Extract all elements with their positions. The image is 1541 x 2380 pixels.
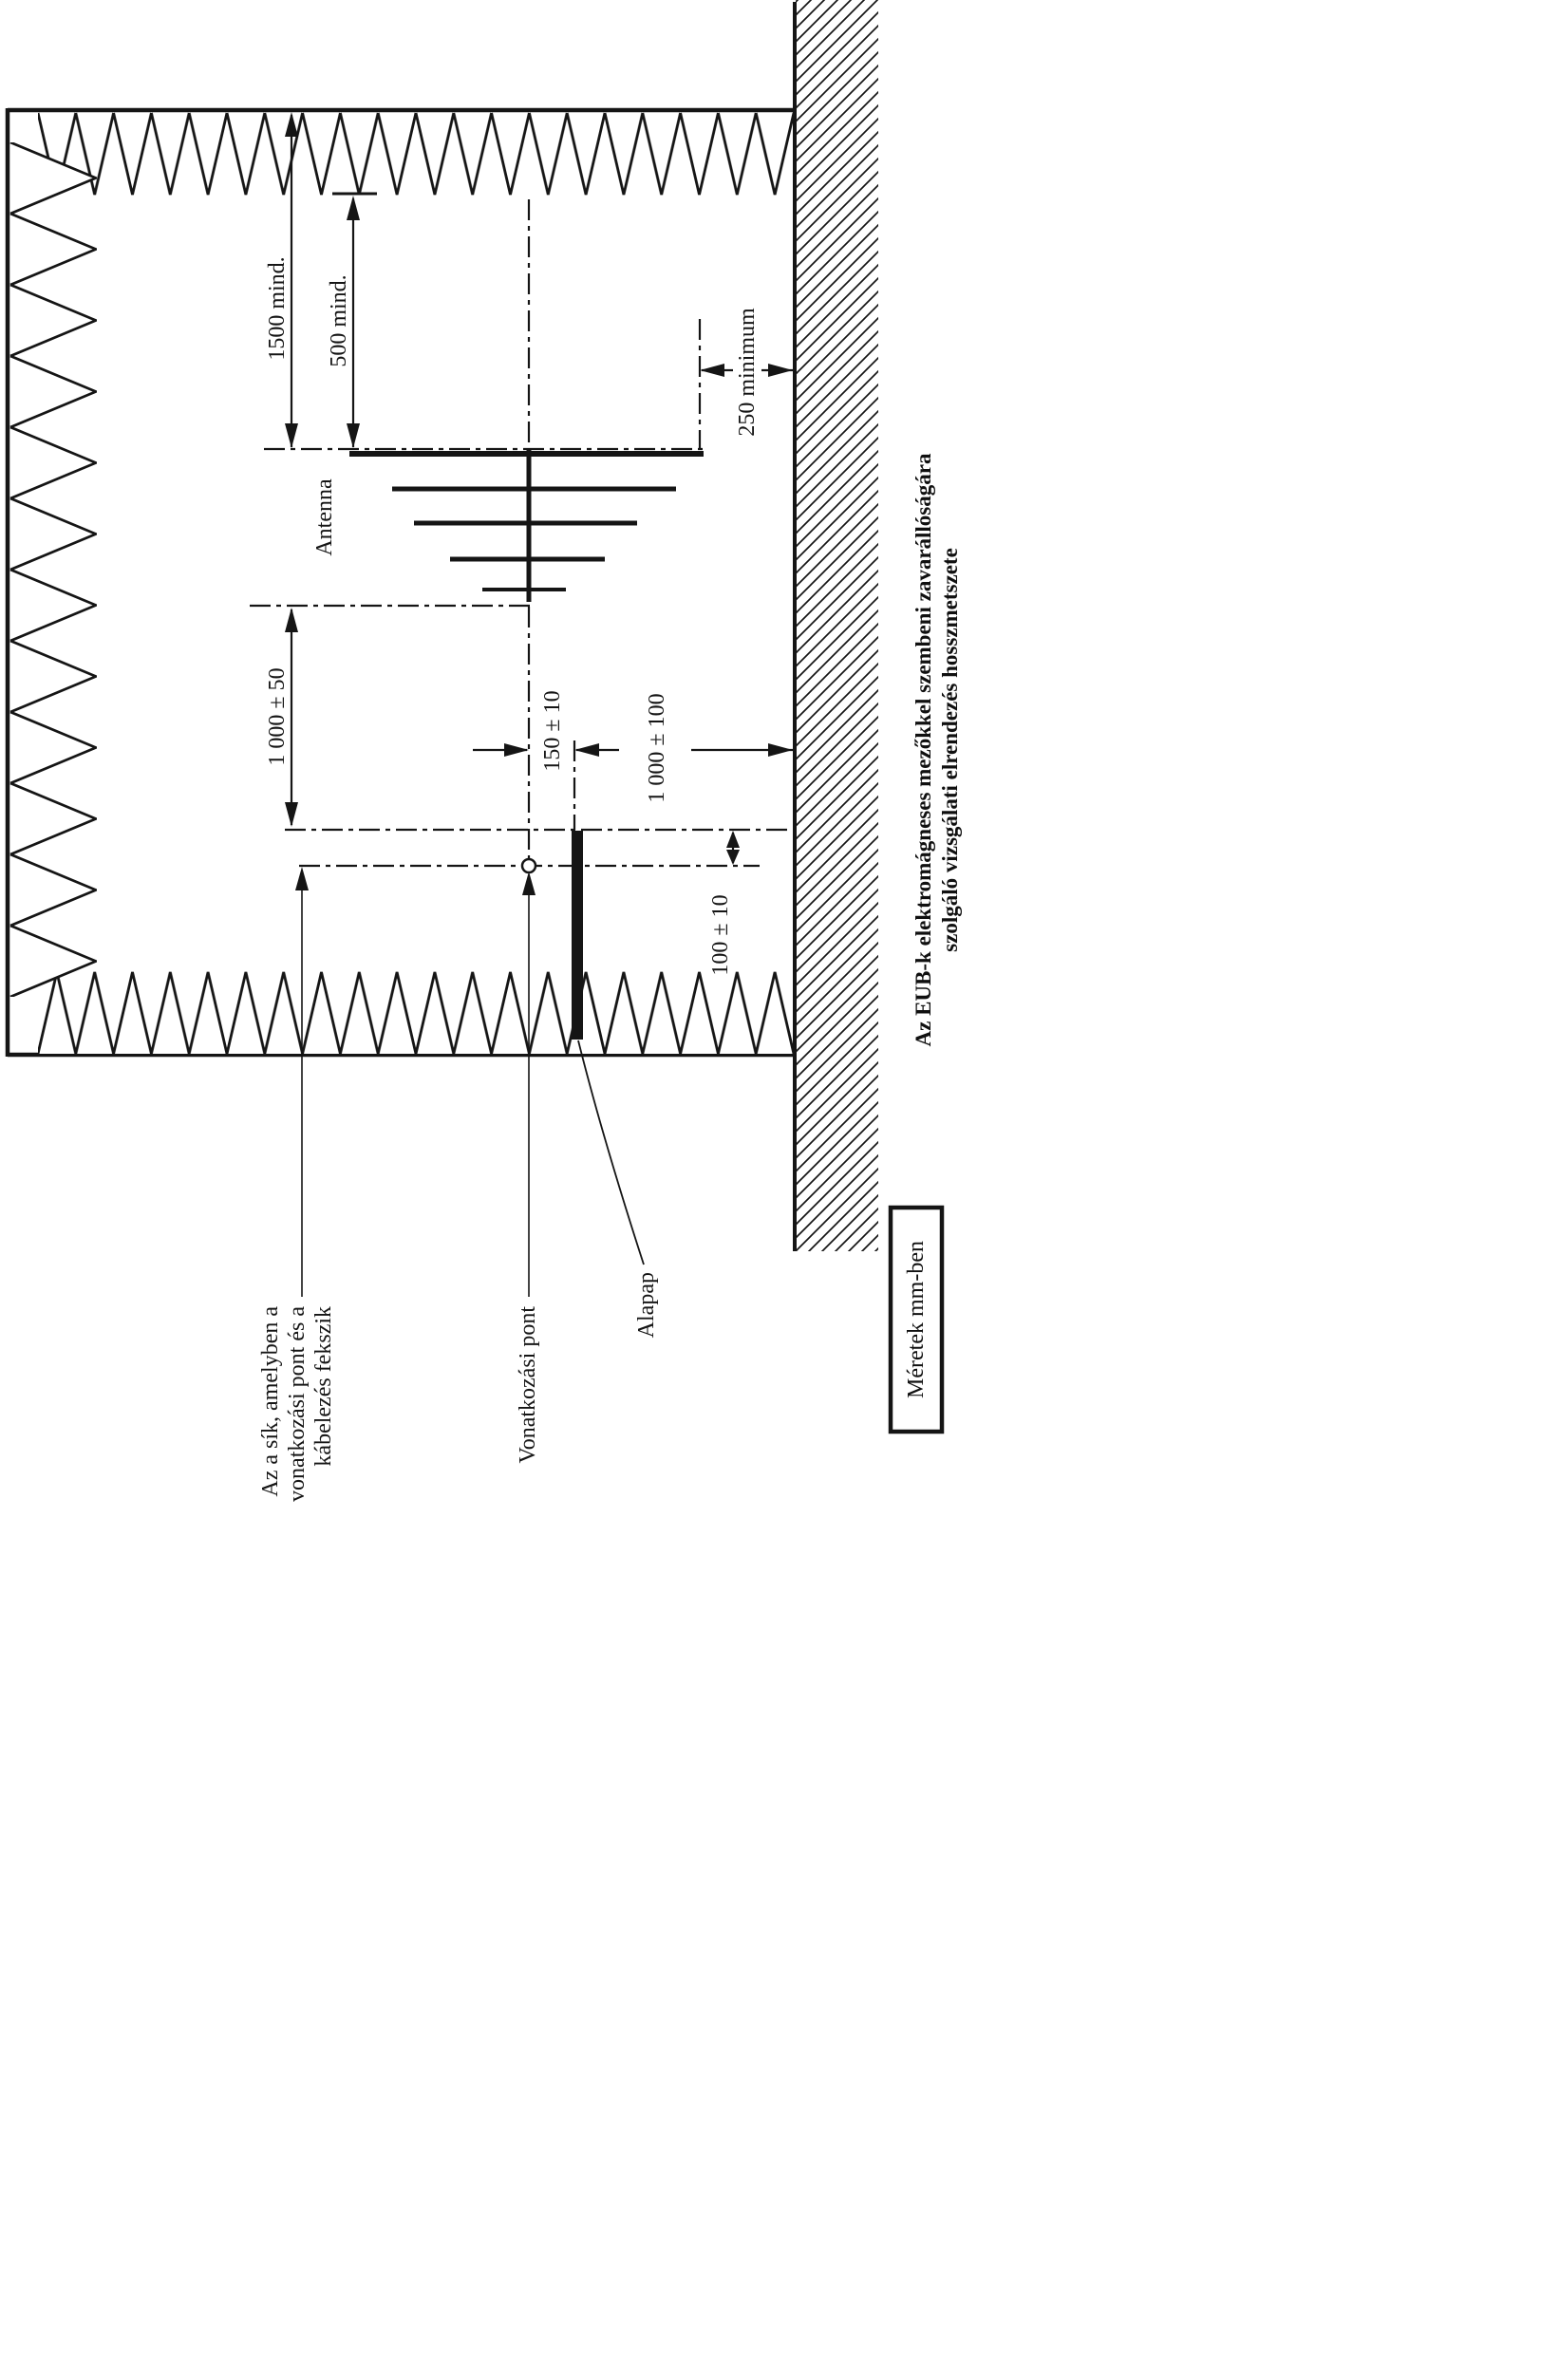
dimension-100-10: 100 ± 10 bbox=[708, 831, 740, 976]
absorber-cones-bottom bbox=[38, 971, 794, 1055]
dimension-1000-100: 1 000 ± 100 bbox=[574, 693, 793, 803]
dimension-150-10: 150 ± 10 bbox=[473, 690, 565, 772]
absorber-cones-top bbox=[38, 112, 794, 196]
plane-label-line-3: kábelezés fekszik bbox=[311, 1306, 336, 1467]
arrow-up-icon bbox=[285, 112, 298, 137]
dimension-1000-50: 1 000 ± 50 bbox=[265, 608, 298, 827]
arrow-right-icon bbox=[768, 364, 793, 377]
units-note-box: Méretek mm-ben bbox=[888, 1205, 945, 1434]
base-plate-label: Alapap bbox=[634, 1272, 659, 1338]
arrow-up-icon bbox=[347, 196, 360, 220]
dimension-1000-100-label: 1 000 ± 100 bbox=[645, 693, 669, 802]
arrow-down-icon bbox=[347, 423, 360, 448]
shielded-wall bbox=[793, 0, 878, 1251]
arrow-left-icon bbox=[574, 743, 599, 757]
antenna-label: Antenna bbox=[312, 478, 337, 556]
arrow-down-icon bbox=[285, 802, 298, 827]
absorber-cones-left bbox=[9, 142, 97, 997]
dimension-500: 500 mind. bbox=[327, 192, 377, 448]
plane-label-line-1: Az a sík, amelyben a bbox=[258, 1306, 283, 1497]
figure-caption: Az EUB-k elektromágneses mezőkkel szembe… bbox=[911, 453, 962, 1046]
arrow-left-icon bbox=[700, 364, 724, 377]
test-chamber bbox=[5, 107, 795, 1058]
arrow-down-icon bbox=[726, 850, 740, 865]
reference-point-group: Vonatkozási pont bbox=[516, 857, 540, 1464]
dimension-1000-50-label: 1 000 ± 50 bbox=[265, 667, 290, 765]
dimension-250: 250 minimum bbox=[700, 308, 793, 437]
caption-line-2: szolgáló vizsgálati elrendezés hosszmets… bbox=[938, 548, 962, 952]
dimension-150-10-label: 150 ± 10 bbox=[540, 690, 565, 771]
plane-label-line-2: vonatkozási pont és a bbox=[285, 1306, 310, 1502]
units-box-frame bbox=[888, 1205, 945, 1434]
base-plate-group: Alapap bbox=[577, 1040, 659, 1338]
arrow-right-icon bbox=[504, 743, 529, 757]
base-plate-leader-line bbox=[577, 1040, 645, 1265]
ground-plane-bar bbox=[572, 831, 583, 1040]
reference-point-label: Vonatkozási pont bbox=[516, 1306, 540, 1464]
arrow-up-icon bbox=[726, 831, 740, 848]
dimension-100-10-label: 100 ± 10 bbox=[708, 894, 733, 975]
units-note-label: Méretek mm-ben bbox=[904, 1241, 929, 1398]
arrow-up-icon bbox=[295, 867, 309, 890]
reference-point-marker bbox=[520, 857, 537, 874]
wall-hatching bbox=[796, 0, 878, 1251]
antenna bbox=[349, 448, 704, 602]
caption-line-1: Az EUB-k elektromágneses mezőkkel szembe… bbox=[911, 453, 935, 1046]
dimension-250-label: 250 minimum bbox=[735, 308, 760, 437]
dimension-1500-label: 1500 mind. bbox=[265, 256, 290, 360]
arrow-right-icon bbox=[768, 743, 793, 757]
dimension-500-label: 500 mind. bbox=[327, 274, 351, 366]
arrow-up-icon bbox=[285, 608, 298, 632]
dimension-1500: 1500 mind. bbox=[265, 112, 298, 448]
arrow-up-icon bbox=[522, 871, 536, 895]
cabling-plane-group: Az a sík, amelyben a vonatkozási pont és… bbox=[258, 867, 336, 1502]
arrow-down-icon bbox=[285, 423, 298, 448]
